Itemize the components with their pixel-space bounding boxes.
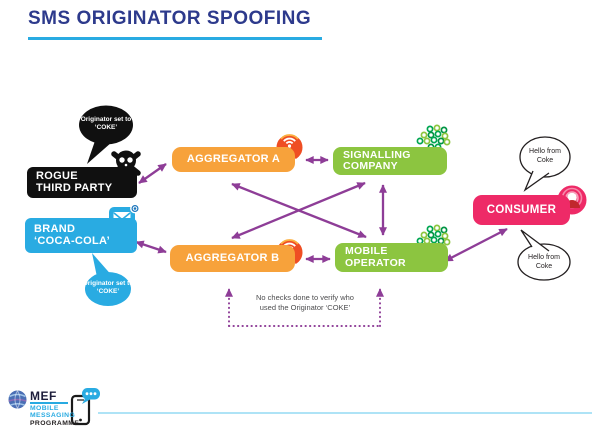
hello-top-line2: Coke [536,156,554,164]
brand-label-line2: ‘COCA-COLA’ [34,234,111,247]
mef-line-programme: PROGRAMME [30,419,80,427]
rogue-label-line1: ROGUE [36,169,78,182]
title-underline [28,37,322,40]
brand-bubble-line1: Originator [82,280,115,287]
arrow-rogue-aggregator-a [138,163,167,184]
mef-line-messaging: MESSAGING [30,412,76,420]
globe-icon [8,390,27,409]
hello-bottom-bubble-text: Hello from Coke [519,254,569,272]
mobile-operator-node: MOBILE OPERATOR [335,243,448,272]
hello-top-line1: Hello from [529,148,561,155]
no-checks-note: No checks done to verify who used the Or… [232,293,378,313]
brand-label-line1: BRAND [34,222,76,235]
arrow-brand-aggregator-b [135,240,167,254]
aggregator-b-label: AGGREGATOR B [185,251,280,264]
hello-bottom-line2: Coke [535,262,553,270]
network-dots-icon-signalling [416,124,451,151]
mef-line-mobile: MOBILE [30,405,59,412]
hello-bottom-line1: Hello from [528,254,560,261]
mobile-operator-label-line2: OPERATOR [345,256,406,269]
no-checks-bracket [225,288,384,327]
mobile-operator-label-line1: MOBILE [345,245,388,258]
mef-logo-underline [30,402,68,404]
brand-speech-bubble [85,253,131,306]
consumer-node: CONSUMER [473,195,570,225]
hello-top-bubble-text: Hello from Coke [520,148,570,166]
hello-bubble-top [519,136,571,192]
consumer-label: CONSUMER [486,203,557,216]
rogue-third-party-node: ROGUE THIRD PARTY [27,167,137,198]
arrow-operator-consumer [444,227,508,263]
brand-node: BRAND ‘COCA-COLA’ [25,218,137,253]
rogue-speech-bubble [79,105,133,164]
signalling-company-node: SIGNALLING COMPANY [333,147,447,175]
aggregator-a-node: AGGREGATOR A [172,147,295,172]
signalling-label-line1: SIGNALLING [343,148,411,161]
arrow-aggregator-b-signalling [231,181,366,240]
brand-bubble-line2: set to ‘COKE’ [96,280,134,296]
arrow-layer [135,156,508,263]
brand-originator-bubble-text: Originator set to ‘COKE’ [82,280,134,296]
aggregator-a-label: AGGREGATOR A [186,152,281,165]
aggregator-b-node: AGGREGATOR B [170,245,295,272]
note-line2: used the Originator ‘COKE’ [259,303,351,313]
phone-icon [70,388,100,426]
mef-logo-text: MEF [30,389,57,403]
note-line1: No checks done to verify who [256,293,354,302]
page-title: SMS ORIGINATOR SPOOFING [28,8,312,29]
rogue-bubble-line2: set to ‘COKE’ [94,116,132,132]
mef-programme-text: MOBILE MESSAGING PROGRAMME [30,405,79,427]
rogue-label-line2: THIRD PARTY [36,181,113,194]
hello-bubble-bottom [517,229,571,281]
rogue-originator-bubble-text: Originator set to ‘COKE’ [80,116,132,132]
footer-divider-line [98,412,592,414]
rogue-bubble-line1: Originator [80,116,113,123]
signalling-label-line2: COMPANY [343,160,398,172]
